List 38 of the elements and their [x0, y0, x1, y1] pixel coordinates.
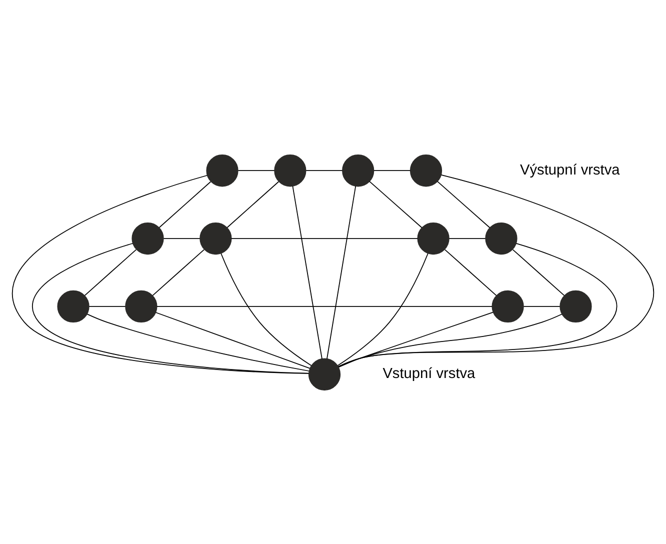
- connector: [32, 242, 310, 374]
- node-circle: [492, 290, 524, 322]
- connector: [158, 180, 212, 228]
- connector: [337, 252, 428, 366]
- node-circle: [274, 154, 306, 186]
- label: Vstupní vrstva: [382, 366, 476, 382]
- label: Výstupní vrstva: [520, 162, 620, 178]
- node-circle: [125, 290, 158, 322]
- connector: [326, 185, 356, 359]
- node-circle: [57, 290, 90, 322]
- connector: [338, 174, 654, 367]
- connector: [374, 170, 411, 171]
- node-circle: [485, 222, 518, 254]
- connector: [338, 311, 494, 368]
- node-circle: [132, 222, 164, 254]
- connector: [437, 180, 490, 228]
- connector: [306, 170, 343, 171]
- connector: [152, 248, 204, 296]
- connector: [226, 180, 279, 228]
- connector: [369, 180, 422, 228]
- node-circle: [410, 154, 442, 186]
- connector: [12, 174, 310, 374]
- connector: [86, 313, 310, 371]
- node-circle: [206, 154, 238, 186]
- node-circle: [308, 358, 341, 390]
- node-circle: [200, 222, 232, 254]
- connector: [512, 248, 565, 296]
- node-circle: [560, 290, 592, 322]
- connector: [338, 313, 562, 367]
- node-circle: [417, 222, 450, 254]
- connector: [238, 170, 275, 171]
- connector: [444, 248, 497, 296]
- connector: [338, 242, 618, 367]
- connector: [292, 185, 322, 359]
- connector: [155, 312, 310, 368]
- node-circle: [342, 154, 374, 186]
- connector: [220, 252, 312, 366]
- connector: [84, 248, 137, 296]
